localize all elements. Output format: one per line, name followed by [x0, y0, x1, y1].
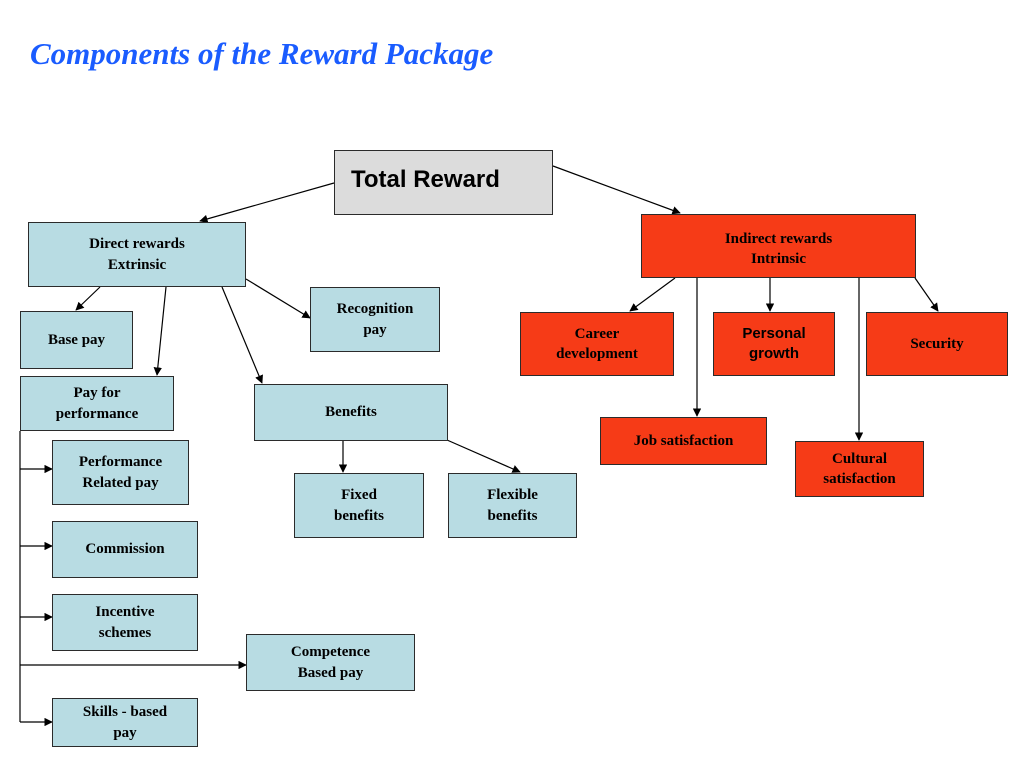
- incentive-schemes-node: Incentive schemes: [52, 594, 198, 651]
- page-title: Components of the Reward Package: [30, 36, 494, 71]
- commission-node: Commission: [52, 521, 198, 578]
- benefits-node: Benefits: [254, 384, 448, 441]
- link-indirect-career: [629, 277, 676, 312]
- link-benefits-flexible: [446, 439, 521, 473]
- indirect-rewards-node: Indirect rewards Intrinsic: [641, 214, 916, 278]
- link-indirect-security: [914, 277, 939, 312]
- career-development-node: Career development: [520, 312, 674, 376]
- link-direct-pfp: [153, 286, 167, 376]
- link-root-direct: [199, 182, 335, 223]
- personal-growth-node: Personal growth: [713, 312, 835, 376]
- base-pay-node: Base pay: [20, 311, 133, 369]
- flexible-benefits-node: Flexible benefits: [448, 473, 577, 538]
- total-reward-node: Total Reward: [334, 150, 553, 215]
- recognition-pay-node: Recognition pay: [310, 287, 440, 352]
- job-satisfaction-node: Job satisfaction: [600, 417, 767, 465]
- competence-based-pay-node: Competence Based pay: [246, 634, 415, 691]
- security-node: Security: [866, 312, 1008, 376]
- skills-based-pay-node: Skills - based pay: [52, 698, 198, 747]
- fixed-benefits-node: Fixed benefits: [294, 473, 424, 538]
- pay-for-performance-node: Pay for performance: [20, 376, 174, 431]
- link-direct-recognition: [245, 278, 311, 319]
- performance-related-pay-node: Performance Related pay: [52, 440, 189, 505]
- cultural-satisfaction-node: Cultural satisfaction: [795, 441, 924, 497]
- direct-rewards-node: Direct rewards Extrinsic: [28, 222, 246, 287]
- link-root-indirect: [552, 165, 681, 215]
- link-direct-benefits: [221, 286, 263, 384]
- link-direct-basepay: [75, 286, 101, 311]
